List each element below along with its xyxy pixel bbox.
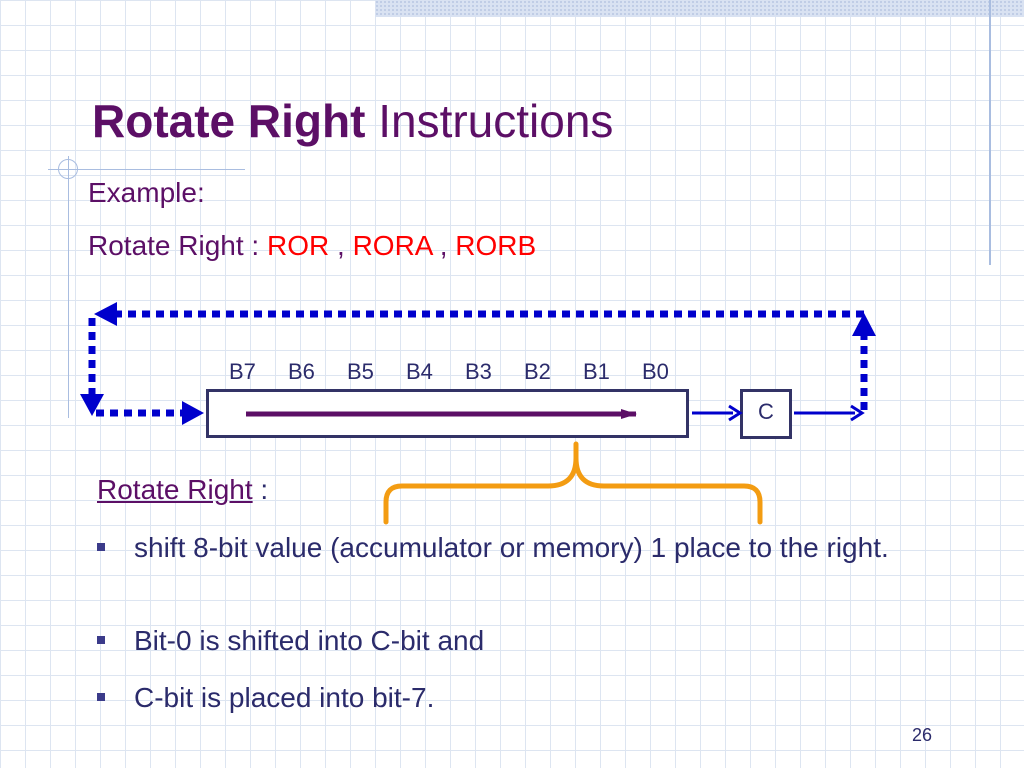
title-underline-decoration — [48, 169, 245, 170]
rotate-right-label: Rotate Right : — [88, 230, 267, 261]
register-to-carry-arrow — [692, 404, 743, 422]
circle-decoration — [58, 159, 78, 179]
example-label: Example: — [88, 177, 205, 208]
slide-title: Rotate Right Instructions — [92, 94, 613, 148]
carry-out-arrow — [794, 404, 865, 422]
separator-1: , — [329, 230, 353, 261]
bit-label-b1: B1 — [583, 359, 610, 384]
bit-labels: B7 B6 B5 B4 B3 B2 B1 B0 — [226, 359, 686, 389]
bit-label-b4: B4 — [406, 359, 433, 384]
bullet-square-icon — [97, 693, 105, 701]
subheading-text: Rotate Right — [97, 474, 253, 505]
curly-brace — [383, 441, 763, 525]
title-rest: Instructions — [365, 95, 614, 147]
carry-box: C — [740, 389, 792, 439]
page-number: 26 — [912, 725, 933, 745]
arrowhead-right — [182, 401, 204, 425]
instruction-line: Rotate Right : ROR , RORA , RORB — [88, 230, 536, 262]
instruction-rora: RORA — [352, 230, 432, 261]
separator-2: , — [431, 230, 456, 261]
subheading-colon: : — [252, 474, 269, 505]
rotate-feedback-arrow — [88, 310, 868, 417]
arrowhead-up — [852, 313, 876, 336]
bullet-text: shift 8-bit value (accumulator or memory… — [134, 532, 889, 563]
right-decorative-line — [989, 0, 991, 265]
bit-label-b5: B5 — [347, 359, 374, 384]
bit-label-b3: B3 — [465, 359, 492, 384]
arrowhead-left — [94, 302, 117, 326]
bullet-text: Bit-0 is shifted into C-bit and — [134, 625, 485, 656]
bit-label-b2: B2 — [524, 359, 551, 384]
bullet-text: C-bit is placed into bit-7. — [134, 682, 435, 713]
arrowhead-down — [80, 394, 104, 416]
bullet-square-icon — [97, 636, 105, 644]
instruction-rorb: RORB — [455, 230, 537, 261]
top-decorative-band — [375, 0, 1024, 17]
bit-label-b7: B7 — [229, 359, 256, 384]
subheading: Rotate Right : — [97, 474, 268, 506]
left-vertical-decoration — [68, 156, 69, 418]
title-bold: Rotate Right — [92, 95, 366, 147]
bit-label-b6: B6 — [288, 359, 315, 384]
carry-label: C — [758, 399, 774, 424]
instruction-ror: ROR — [266, 230, 330, 261]
bit-label-b0: B0 — [642, 359, 669, 384]
bullet-square-icon — [97, 543, 105, 551]
